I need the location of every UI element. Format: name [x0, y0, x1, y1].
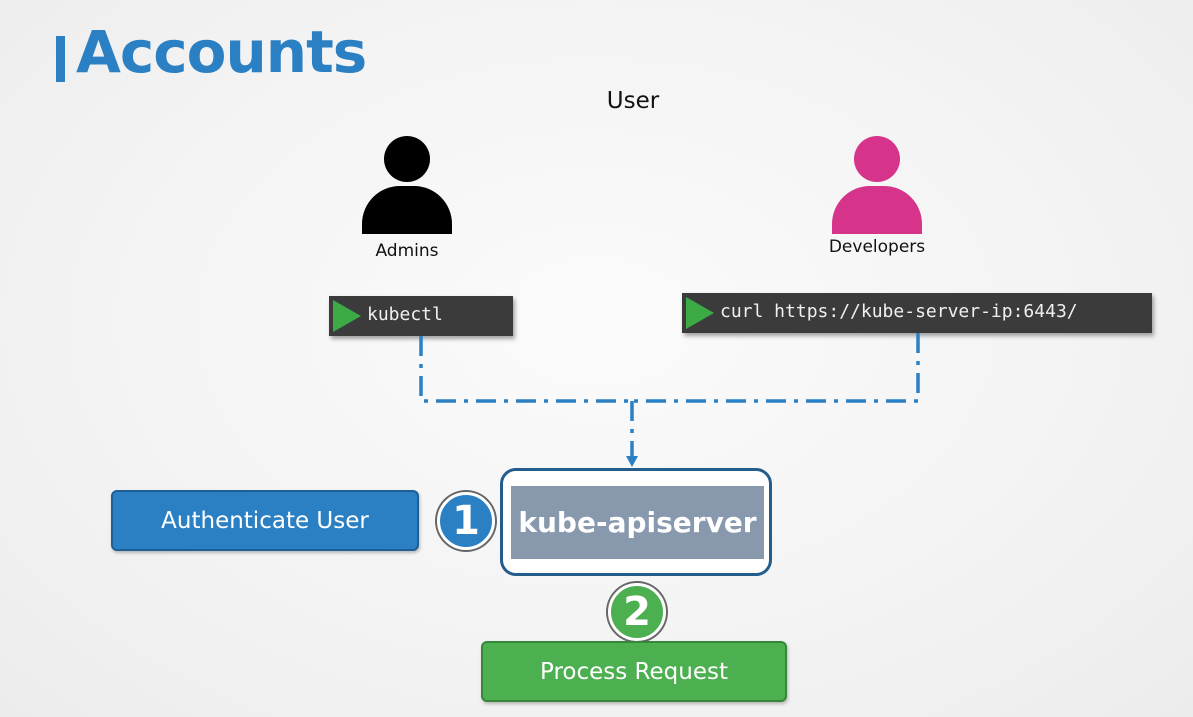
kubectl-command: kubectl: [367, 304, 443, 325]
play-icon: [686, 297, 714, 329]
curl-command: curl https://kube-server-ip:6443/: [720, 301, 1078, 322]
authenticate-user-box: Authenticate User: [111, 490, 419, 551]
kubectl-terminal: kubectl: [329, 296, 513, 336]
process-request-box: Process Request: [481, 641, 787, 702]
curl-terminal: curl https://kube-server-ip:6443/: [682, 293, 1152, 333]
developer-person-icon: [830, 136, 924, 234]
title-accent-bar: [56, 36, 65, 82]
admin-connector: [419, 336, 632, 403]
arrow-down-icon: [626, 456, 638, 467]
step-2-badge: 2: [608, 583, 666, 641]
admin-person-icon: [360, 136, 454, 234]
step-1-badge: 1: [437, 492, 495, 550]
play-icon: [333, 300, 361, 332]
page-title: Accounts: [76, 18, 367, 86]
kube-apiserver-box: kube-apiserver: [511, 486, 764, 559]
developer-connector: [632, 333, 920, 403]
developers-label: Developers: [828, 237, 926, 257]
user-group-label: User: [606, 88, 660, 114]
admins-label: Admins: [375, 241, 439, 261]
